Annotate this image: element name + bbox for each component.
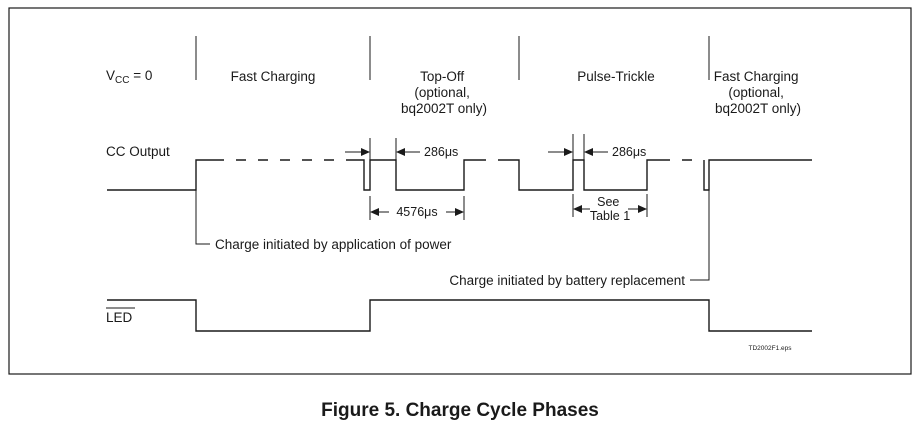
figure-caption: Figure 5. Charge Cycle Phases [321,400,599,421]
cc-wave-pulse-trickle [507,159,660,191]
arrow-left-icon [370,208,379,216]
phase-pulse-trickle: Pulse-Trickle [577,69,655,84]
led-wave [107,299,812,332]
see-table-label: See Table 1 [590,195,630,223]
arrow-right-icon [564,148,573,156]
arrow-left-icon [396,148,405,156]
power-init-annotation: Charge initiated by application of power [215,237,452,252]
figure-frame [8,7,912,375]
arrow-left-icon [573,205,582,213]
battery-init-annotation: Charge initiated by battery replacement [449,273,685,288]
arrow-left-icon [584,148,593,156]
cc-wave-topoff [352,159,476,191]
phase-fast-charging: Fast Charging [231,69,316,84]
cc-wave-end [703,159,812,191]
pulse-width-label-2: 286μs [612,145,646,159]
phase-fast-charging-end: Fast Charging (optional, bq2002T only) [714,69,803,116]
vcc-label: VCC = 0 [106,68,152,86]
pulse-width-label-1: 286μs [424,145,458,159]
file-tag: TD2002F1.eps [749,345,793,352]
period-label: 4576μs [396,205,437,219]
arrow-right-icon [455,208,464,216]
led-label: LED [106,310,133,325]
arrow-right-icon [638,205,647,213]
cc-output-label: CC Output [106,144,170,159]
power-init-leader [195,190,210,245]
battery-init-leader [690,190,710,281]
cc-wave-start [107,159,214,191]
phase-top-off: Top-Off (optional, bq2002T only) [401,69,487,116]
arrow-right-icon [361,148,370,156]
